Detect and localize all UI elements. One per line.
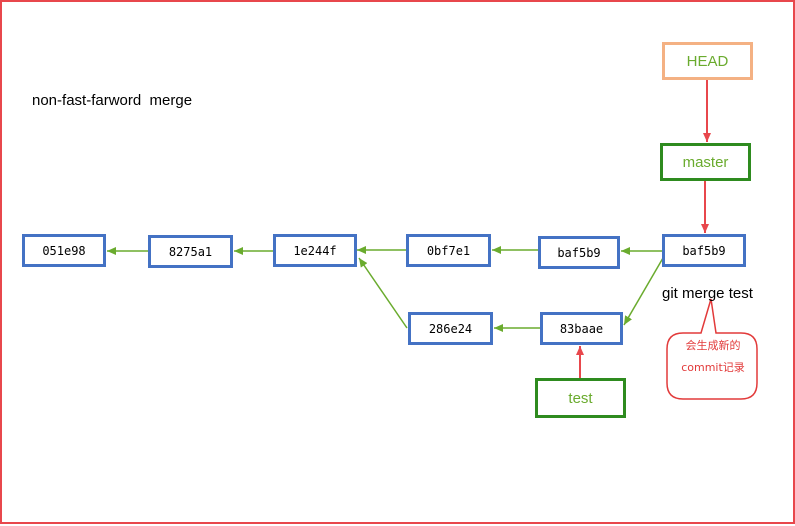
edge-286e24-to-1e244f [358, 257, 408, 329]
commit-baf5b9: baf5b9 [538, 236, 620, 269]
commit-0bf7e1: 0bf7e1 [406, 234, 491, 267]
commit-286e24: 286e24 [408, 312, 493, 345]
diagram-title: non-fast-farword merge [32, 92, 193, 109]
callout-text: 会生成新的 commit记录 [666, 335, 760, 379]
head-pointer: HEAD [662, 42, 753, 80]
edge-merge-to-83baae [623, 257, 664, 326]
commit-83baae: 83baae [540, 312, 623, 345]
commit-8275a1: 8275a1 [148, 235, 233, 268]
commit-1e244f: 1e244f [273, 234, 357, 267]
commit-baf5b9-merge: baf5b9 [662, 234, 746, 267]
branch-test: test [535, 378, 626, 418]
callout-bubble [666, 298, 758, 400]
branch-master: master [660, 143, 751, 181]
callout-line-2: commit记录 [681, 361, 745, 374]
merge-command: git merge test [662, 285, 753, 302]
callout-line-1: 会生成新的 [685, 339, 741, 352]
commit-051e98: 051e98 [22, 234, 106, 267]
